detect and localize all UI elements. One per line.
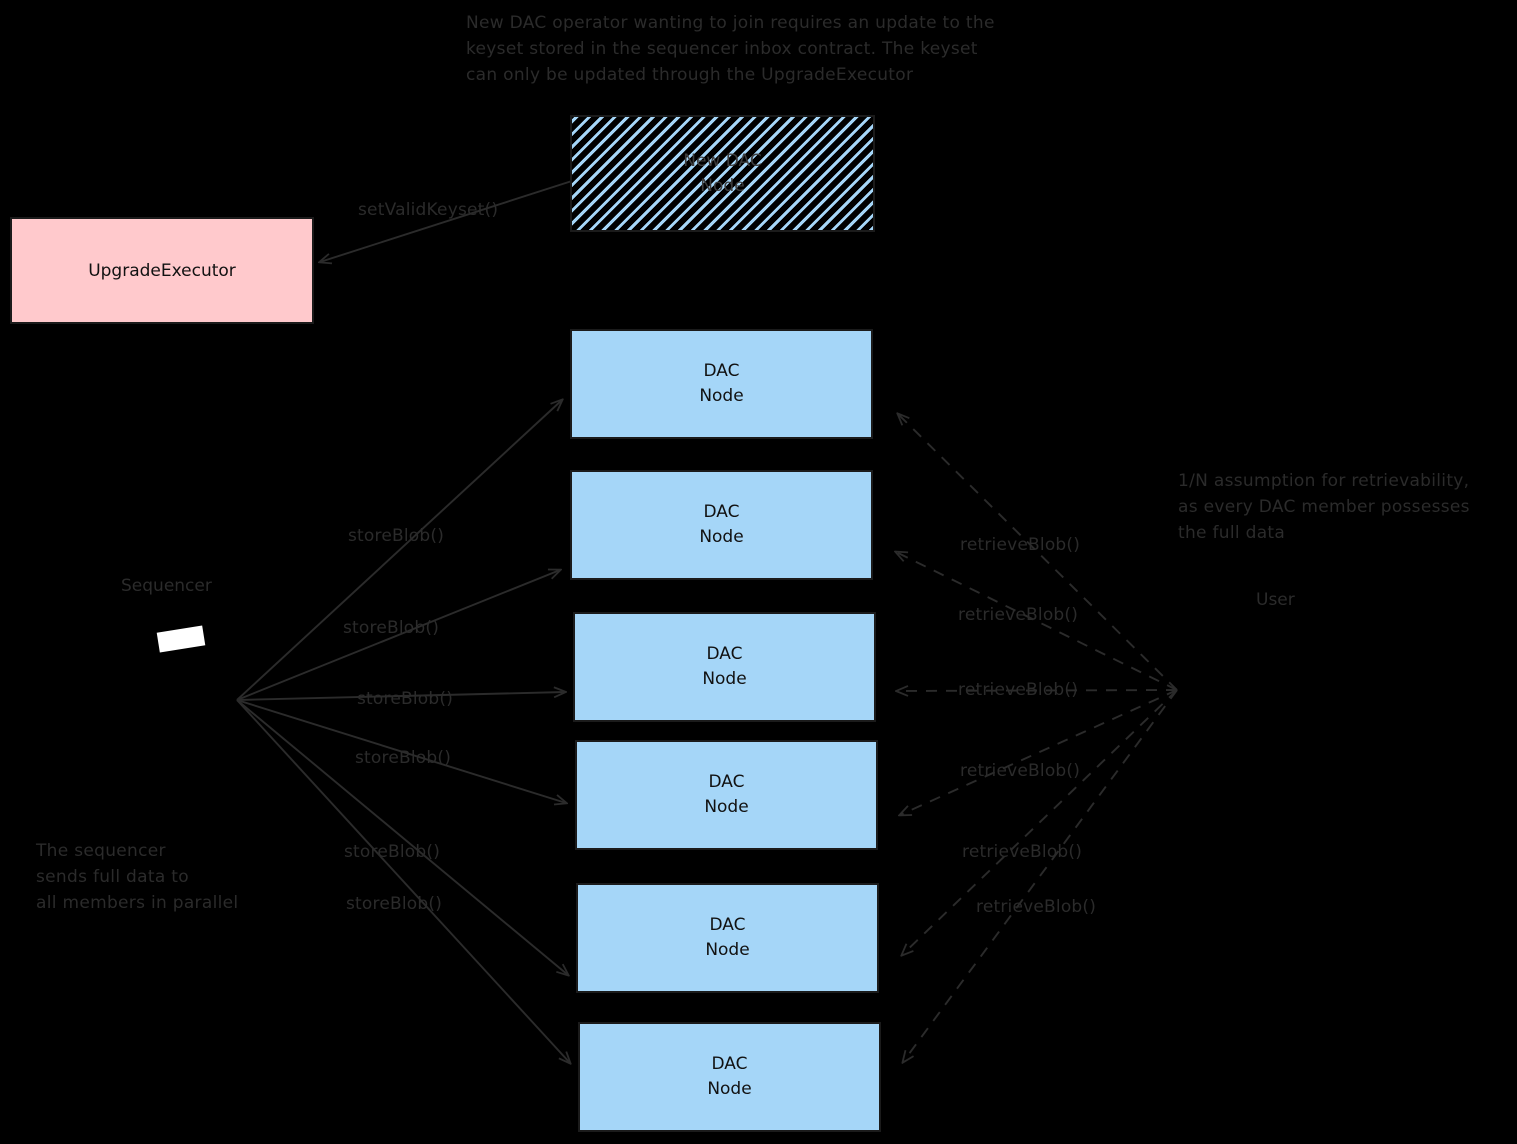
edge-label-retrieve-blob-5: retrieveBlob() <box>962 842 1083 862</box>
edge-retrieve-blob-5 <box>902 689 1178 955</box>
edge-store-blob-2 <box>236 570 560 701</box>
dac-node-box-5[interactable]: DAC Node <box>576 883 879 993</box>
edge-retrieve-blob-3 <box>897 690 1178 691</box>
edge-label-store-blob-1: storeBlob() <box>348 526 445 546</box>
upgrade-executor-box[interactable]: UpgradeExecutor <box>10 217 314 324</box>
edge-group-retrieve-blob <box>896 414 1178 1062</box>
edge-label-set-valid-keyset: setValidKeyset() <box>358 200 499 220</box>
edge-group-store-blob <box>236 400 570 1063</box>
new-dac-node-box[interactable]: New DAC Node <box>570 115 875 232</box>
edge-label-retrieve-blob-3: retrieveBlob() <box>958 680 1079 700</box>
edge-label-retrieve-blob-6: retrieveBlob() <box>976 897 1097 917</box>
edge-label-store-blob-5: storeBlob() <box>344 842 441 862</box>
dac-node-box-2[interactable]: DAC Node <box>570 470 873 580</box>
dac-node-box-1[interactable]: DAC Node <box>570 329 873 439</box>
edge-label-store-blob-6: storeBlob() <box>346 894 443 914</box>
note-bottom-left: The sequencer sends full data to all mem… <box>36 841 239 913</box>
note-right-retrievability: 1/N assumption for retrievability, as ev… <box>1178 471 1470 543</box>
edge-store-blob-4 <box>236 699 566 803</box>
dac-node-box-4[interactable]: DAC Node <box>575 740 878 850</box>
edge-label-store-blob-2: storeBlob() <box>343 618 440 638</box>
edge-label-store-blob-3: storeBlob() <box>357 689 454 709</box>
edge-store-blob-1 <box>236 400 562 701</box>
edge-store-blob-6 <box>236 699 570 1063</box>
edge-store-blob-5 <box>236 699 568 975</box>
edge-retrieve-blob-2 <box>896 552 1178 691</box>
edge-label-store-blob-4: storeBlob() <box>355 748 452 768</box>
note-top: New DAC operator wanting to join require… <box>466 13 995 85</box>
dac-node-box-3[interactable]: DAC Node <box>573 612 876 722</box>
sequencer-label: Sequencer <box>121 576 212 596</box>
edge-label-retrieve-blob-4: retrieveBlob() <box>960 761 1081 781</box>
edge-label-retrieve-blob-2: retrieveBlob() <box>958 605 1079 625</box>
edge-set-valid-keyset <box>320 179 576 262</box>
edge-label-retrieve-blob-1: retrieveBlob() <box>960 535 1081 555</box>
user-label: User <box>1256 590 1295 610</box>
dac-node-box-6[interactable]: DAC Node <box>578 1022 881 1132</box>
edge-retrieve-blob-6 <box>903 689 1178 1062</box>
edge-retrieve-blob-4 <box>900 689 1178 815</box>
edge-store-blob-3 <box>236 692 565 701</box>
edge-retrieve-blob-1 <box>898 414 1178 691</box>
